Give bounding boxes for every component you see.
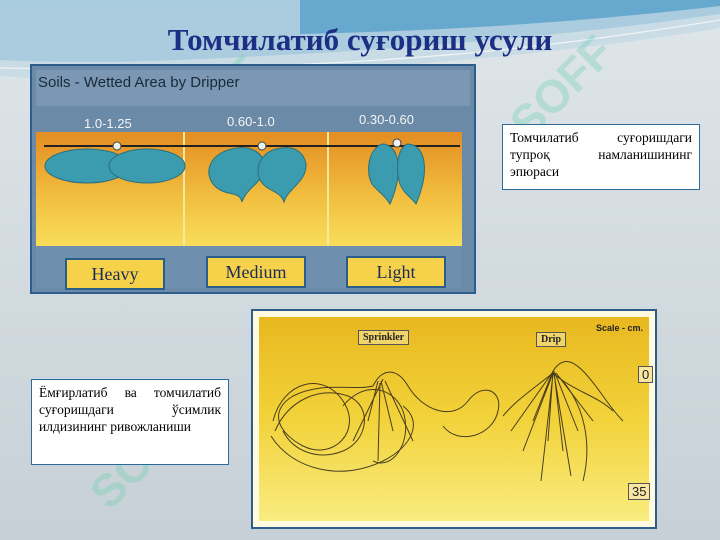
caption-root-development: Ёмғирлатиб ва томчилатиб суғоришдаги ўси… [31,379,229,465]
rate-label-medium: 0.60-1.0 [227,114,275,129]
top-wave-decoration [0,0,720,81]
depth-label-top: 0 [638,366,654,383]
soil-label-heavy: Heavy [65,258,165,290]
sprinkler-label: Sprinkler [358,330,410,345]
rate-label-heavy: 1.0-1.25 [84,116,132,131]
soil-label-light: Light [346,256,446,288]
rate-label-light: 0.30-0.60 [359,112,414,127]
depth-label-bottom: 35 [628,483,651,500]
root-systems-image [253,311,655,527]
drip-label: Drip [536,332,566,347]
soils-figure-header: Soils - Wetted Area by Dripper [38,74,240,91]
soil-label-medium: Medium [206,256,306,288]
caption-soil-wetting: Томчилатиб суғоришдаги тупроқ намланишин… [502,124,700,190]
root-development-figure: Sprinkler Drip Scale - cm. 0 35 [251,309,657,529]
soils-wetted-area-figure: Soils - Wetted Area by Dripper 1.0-1.25 … [30,64,476,294]
scale-label: Scale - cm. [596,323,644,333]
slide-title: Томчилатиб суғориш усули [167,22,553,57]
